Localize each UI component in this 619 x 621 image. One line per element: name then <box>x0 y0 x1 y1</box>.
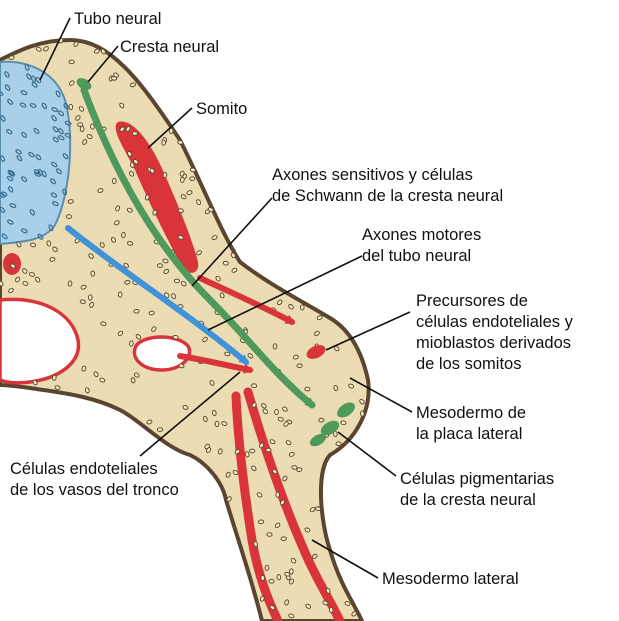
mesenchyme-cell <box>157 264 162 268</box>
mesenchyme-cell <box>90 124 94 129</box>
mesenchyme-cell <box>274 409 278 415</box>
mesenchyme-cell <box>68 199 74 204</box>
mesenchyme-cell <box>258 520 264 524</box>
mesenchyme-cell <box>360 411 364 416</box>
mesenchyme-cell <box>52 375 56 381</box>
mesenchyme-cell <box>273 344 277 349</box>
label-mesodermo-placa: Mesodermo de la placa lateral <box>416 404 526 443</box>
mesenchyme-cell <box>118 292 122 297</box>
label-line: Células pigmentarias <box>400 470 554 488</box>
mesenchyme-cell <box>336 442 341 446</box>
label-line: Mesodermo de <box>416 404 526 422</box>
label-line: del tubo neural <box>362 247 471 265</box>
leader-celulas-pigmentarias <box>338 432 396 476</box>
mesenchyme-cell <box>267 532 272 536</box>
mesenchyme-cell <box>47 241 52 247</box>
mesenchyme-cell <box>178 208 184 213</box>
label-line: Células endoteliales <box>10 460 158 478</box>
label-celulas-endoteliales: Células endoteliales de los vasos del tro… <box>10 460 179 499</box>
label-line: de Schwann de la cresta neural <box>272 187 503 205</box>
mesenchyme-cell <box>319 418 324 422</box>
label-precursores: Precursores de células endoteliales y miob… <box>416 292 574 373</box>
mesenchyme-cell <box>212 410 217 416</box>
mesenchyme-cell <box>163 172 167 178</box>
label-line: Somito <box>196 100 247 118</box>
mesenchyme-cell <box>250 449 255 453</box>
mesenchyme-cell <box>174 279 179 283</box>
label-line: Precursores de <box>416 292 528 310</box>
label-celulas-pigmentarias: Células pigmentarias de la cresta neural <box>400 470 554 509</box>
mesenchyme-cell <box>134 309 139 313</box>
mesenchyme-cell <box>305 387 310 391</box>
mesenchyme-cell <box>91 271 95 276</box>
mesenchyme-cell <box>162 140 166 145</box>
mesenchyme-cell <box>245 451 250 457</box>
label-mesodermo-lateral: Mesodermo lateral <box>382 570 519 588</box>
mesenchyme-cell <box>80 126 84 131</box>
mesenchyme-cell <box>292 465 298 469</box>
mesenchyme-cell <box>340 420 346 425</box>
mesenchyme-cell <box>251 384 257 388</box>
mesenchyme-cell <box>88 295 92 300</box>
mesenchyme-cell <box>149 311 155 315</box>
mesenchyme-cell <box>121 232 125 238</box>
label-line: Mesodermo lateral <box>382 570 519 588</box>
label-axones-motores: Axones motores del tubo neural <box>362 226 481 265</box>
mesenchyme-cell <box>224 352 230 356</box>
label-cresta-neural: Cresta neural <box>120 38 219 56</box>
mesenchyme-cell <box>329 607 333 613</box>
mesenchyme-cell <box>100 321 106 326</box>
mesenchyme-cell <box>68 281 72 287</box>
mesenchyme-cell <box>129 341 133 347</box>
label-line: Axones motores <box>362 226 481 244</box>
label-axones-sensitivos: Axones sensitivos y células de Schwann de… <box>272 166 503 205</box>
mesenchyme-cell <box>131 377 136 383</box>
mesenchyme-cell <box>190 177 195 181</box>
mesenchyme-cell <box>132 132 137 136</box>
mesenchyme-cell <box>66 215 71 219</box>
label-line: células endoteliales y <box>416 313 574 331</box>
label-tubo-neural: Tubo neural <box>74 10 161 28</box>
mesenchyme-cell <box>177 140 183 144</box>
label-line: la placa lateral <box>416 425 522 443</box>
mesenchyme-cell <box>180 177 184 183</box>
mesenchyme-cell <box>112 178 116 183</box>
mesenchyme-cell <box>265 565 269 571</box>
mesenchyme-cell <box>261 575 265 580</box>
mesenchyme-cell <box>69 104 73 109</box>
mesenchyme-cell <box>281 537 287 541</box>
label-line: de los vasos del tronco <box>10 481 179 499</box>
label-line: mioblastos derivados <box>416 334 571 352</box>
neural-tube <box>0 62 70 244</box>
label-line: de la cresta neural <box>400 491 536 509</box>
label-line: Cresta neural <box>120 38 219 56</box>
mesenchyme-cell <box>300 305 304 310</box>
label-line: Tubo neural <box>74 10 161 28</box>
mesenchyme-cell <box>266 448 271 452</box>
label-line: Axones sensitivos y células <box>272 166 473 184</box>
mesenchyme-cell <box>269 579 275 583</box>
mesenchyme-cell <box>276 492 280 497</box>
mesenchyme-cell <box>69 60 75 64</box>
mesenchyme-cell <box>297 364 303 368</box>
label-somito: Somito <box>196 100 247 118</box>
mesenchyme-cell <box>277 574 281 580</box>
mesenchyme-cell <box>215 421 219 426</box>
mesenchyme-cell <box>111 76 117 80</box>
mesenchyme-cell <box>157 427 163 431</box>
label-line: de los somitos <box>416 355 521 373</box>
mesenchyme-cell <box>9 55 15 60</box>
